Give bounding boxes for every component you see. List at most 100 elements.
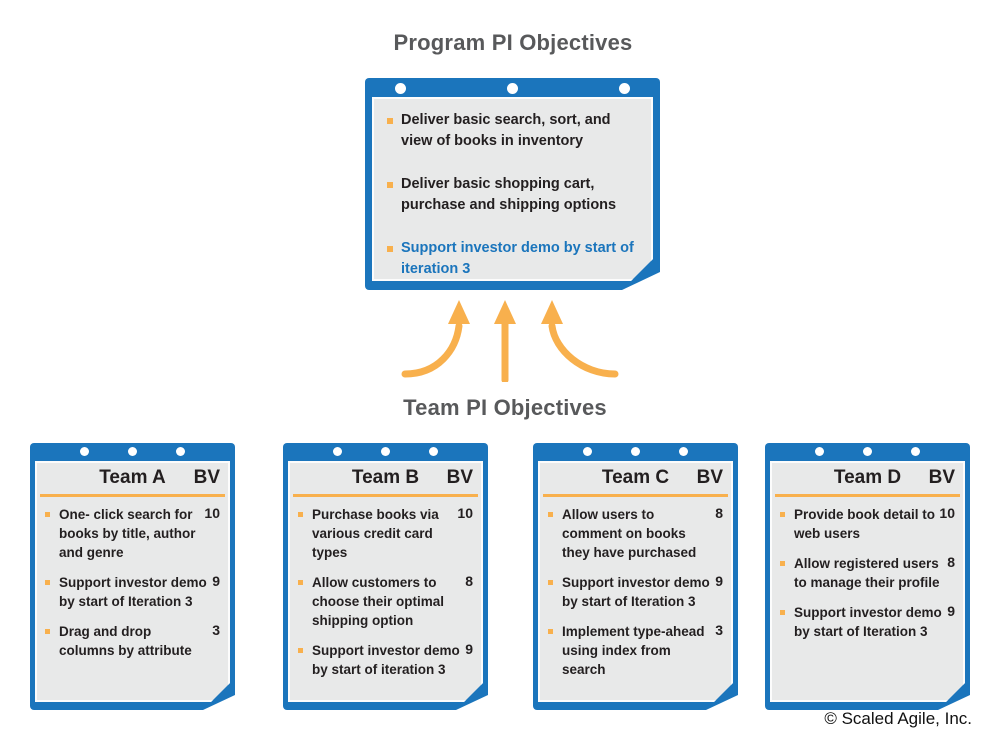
- objective-text: One- click search for books by title, au…: [59, 507, 196, 560]
- pin-dot-icon: [333, 447, 342, 456]
- team-objectives-list: One- click search for books by title, au…: [37, 504, 228, 660]
- objective-text: Provide book detail to web users: [794, 507, 936, 541]
- objective-item: Deliver basic search, sort, and view of …: [386, 110, 639, 152]
- pin-dot-icon: [911, 447, 920, 456]
- bv-column-header: BV: [193, 467, 220, 488]
- bullet-square-icon: [387, 118, 393, 124]
- objective-text: Implement type-ahead using index from se…: [562, 624, 705, 677]
- business-value: 10: [939, 505, 955, 521]
- objective-item: Allow customers to choose their optimal …: [298, 573, 473, 630]
- team-card-header: Team D BV: [772, 463, 963, 490]
- bullet-square-icon: [45, 512, 50, 517]
- bv-column-header: BV: [696, 467, 723, 488]
- objective-text: Deliver basic shopping cart, purchase an…: [401, 176, 617, 213]
- team-card-header: Team A BV: [37, 463, 228, 490]
- team-objectives-card: Team D BV Provide book detail to web use…: [765, 443, 970, 710]
- objective-text: Allow registered users to manage their p…: [794, 556, 940, 590]
- program-objectives-title: Program PI Objectives: [393, 30, 633, 55]
- arrowhead-icon: [494, 300, 516, 324]
- bullet-square-icon: [387, 246, 393, 252]
- team-name: Team A: [99, 467, 166, 488]
- objective-item: Allow registered users to manage their p…: [780, 554, 955, 592]
- team-objectives-card: Team B BV Purchase books via various cre…: [283, 443, 488, 710]
- bv-column-header: BV: [928, 467, 955, 488]
- team-name: Team B: [351, 467, 420, 488]
- team-objectives-card: Team C BV Allow users to comment on book…: [533, 443, 738, 710]
- objective-item: Support investor demo by start of iterat…: [386, 238, 639, 280]
- objective-item: Implement type-ahead using index from se…: [548, 622, 723, 679]
- up-arrows-icon: [401, 300, 619, 382]
- pin-dot-icon: [863, 447, 872, 456]
- bullet-square-icon: [45, 580, 50, 585]
- business-value: 3: [212, 622, 220, 638]
- objective-item: Support investor demo by start of iterat…: [298, 641, 473, 679]
- team-card-panel: Team D BV Provide book detail to web use…: [770, 461, 965, 702]
- objective-text: Deliver basic search, sort, and view of …: [401, 112, 611, 149]
- pin-dot-icon: [429, 447, 438, 456]
- pin-dot-icon: [507, 83, 518, 94]
- objective-text: Support investor demo by start of Iterat…: [59, 575, 207, 609]
- bullet-square-icon: [45, 629, 50, 634]
- team-card-panel: Team B BV Purchase books via various cre…: [288, 461, 483, 702]
- bullet-square-icon: [780, 512, 785, 517]
- team-name: Team D: [833, 467, 902, 488]
- pin-dot-icon: [679, 447, 688, 456]
- card-holes: [283, 447, 488, 456]
- team-card-panel: Team C BV Allow users to comment on book…: [538, 461, 733, 702]
- bv-column-header: BV: [446, 467, 473, 488]
- program-objectives-card: Deliver basic search, sort, and view of …: [365, 78, 660, 290]
- objective-item: Allow users to comment on books they hav…: [548, 505, 723, 562]
- business-value: 9: [465, 641, 473, 657]
- pin-dot-icon: [176, 447, 185, 456]
- bullet-square-icon: [298, 648, 303, 653]
- arrowhead-icon: [448, 300, 470, 324]
- bullet-square-icon: [548, 629, 553, 634]
- objective-text: Allow users to comment on books they hav…: [562, 507, 697, 560]
- objective-text: Support investor demo by start of Iterat…: [794, 605, 942, 639]
- team-objectives-title: Team PI Objectives: [403, 395, 607, 420]
- card-holes: [533, 447, 738, 456]
- objective-item: Support investor demo by start of Iterat…: [548, 573, 723, 611]
- business-value: 9: [715, 573, 723, 589]
- team-name: Team C: [601, 467, 670, 488]
- pin-dot-icon: [583, 447, 592, 456]
- objective-text: Support investor demo by start of iterat…: [401, 240, 634, 277]
- business-value: 9: [212, 573, 220, 589]
- pin-dot-icon: [395, 83, 406, 94]
- business-value: 3: [715, 622, 723, 638]
- business-value: 10: [204, 505, 220, 521]
- bullet-square-icon: [298, 512, 303, 517]
- bullet-square-icon: [298, 580, 303, 585]
- card-holes: [30, 447, 235, 456]
- pin-dot-icon: [381, 447, 390, 456]
- copyright: © Scaled Agile, Inc.: [824, 709, 972, 728]
- team-objectives-list: Allow users to comment on books they hav…: [540, 504, 731, 679]
- team-card-panel: Team A BV One- click search for books by…: [35, 461, 230, 702]
- team-card-header: Team B BV: [290, 463, 481, 490]
- business-value: 9: [947, 603, 955, 619]
- objective-item: Support investor demo by start of Iterat…: [780, 603, 955, 641]
- header-divider: [543, 494, 728, 497]
- program-objectives-list: Deliver basic search, sort, and view of …: [374, 99, 651, 291]
- business-value: 8: [947, 554, 955, 570]
- team-objectives-card: Team A BV One- click search for books by…: [30, 443, 235, 710]
- curved-arrow-right: [548, 322, 619, 378]
- objective-text: Allow customers to choose their optimal …: [312, 575, 445, 628]
- objective-item: One- click search for books by title, au…: [45, 505, 220, 562]
- bullet-square-icon: [387, 182, 393, 188]
- curved-arrow-left: [401, 322, 463, 378]
- bullet-square-icon: [780, 561, 785, 566]
- objective-item: Support investor demo by start of Iterat…: [45, 573, 220, 611]
- objective-text: Drag and drop columns by attribute: [59, 624, 192, 658]
- objective-item: Purchase books via various credit card t…: [298, 505, 473, 562]
- team-objectives-list: Purchase books via various credit card t…: [290, 504, 481, 679]
- pin-dot-icon: [80, 447, 89, 456]
- header-divider: [40, 494, 225, 497]
- pin-dot-icon: [631, 447, 640, 456]
- header-divider: [775, 494, 960, 497]
- business-value: 8: [465, 573, 473, 589]
- pin-dot-icon: [815, 447, 824, 456]
- pin-dot-icon: [128, 447, 137, 456]
- business-value: 8: [715, 505, 723, 521]
- bullet-square-icon: [548, 580, 553, 585]
